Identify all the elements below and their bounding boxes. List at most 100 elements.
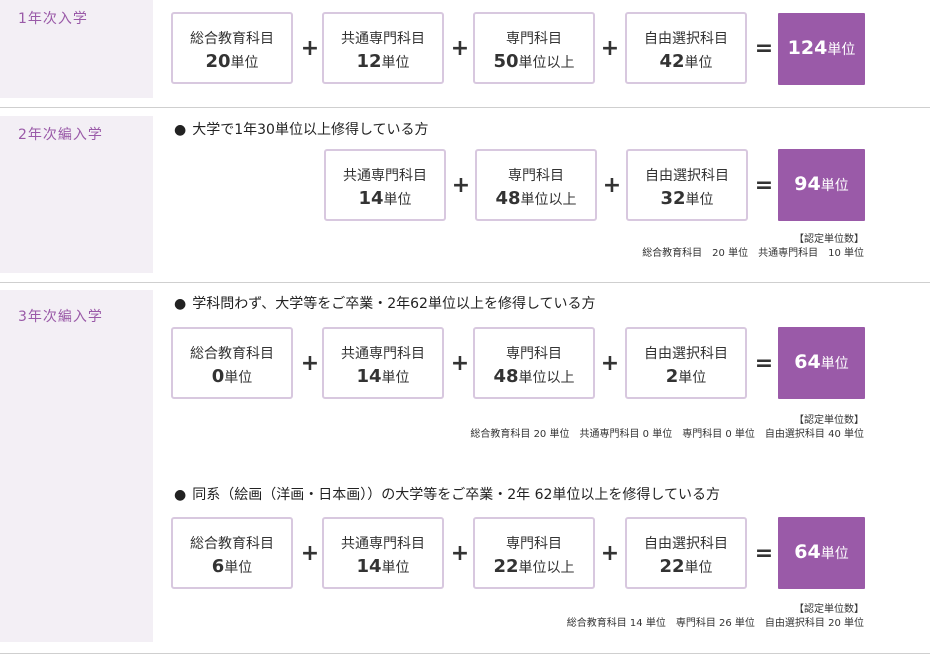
credit-box-value: 50単位以上: [475, 51, 593, 72]
section-divider: [0, 282, 930, 283]
credit-box-value: 2単位: [627, 366, 745, 387]
equals-sign: =: [754, 541, 774, 566]
section-year2: 2年次編入学 ●大学で1年30単位以上修得している方 共通専門科目 14単位 +…: [0, 116, 930, 276]
plus-sign: +: [602, 173, 622, 198]
plus-sign: +: [450, 541, 470, 566]
total-value: 64単位: [778, 541, 865, 563]
credit-number: 12: [356, 51, 382, 72]
equals-sign: =: [754, 173, 774, 198]
credit-box-common: 共通専門科目 14単位: [322, 517, 444, 589]
section-label: 1年次入学: [18, 11, 88, 27]
credit-box-name: 専門科目: [508, 168, 564, 184]
credit-box-major: 専門科目 48単位以上: [475, 149, 597, 221]
credit-number: 20: [205, 51, 231, 72]
credit-box-name: 共通専門科目: [343, 168, 427, 184]
total-unit: 単位: [820, 178, 849, 194]
credit-number: 32: [660, 188, 686, 209]
section-label-bg: 1年次入学: [0, 0, 153, 98]
note-title: 【認定単位数】: [794, 234, 864, 245]
credit-unit: 単位: [381, 370, 410, 386]
credit-unit: 単位以上: [518, 560, 575, 576]
total-credits: 94単位: [778, 149, 865, 221]
section-year3: 3年次編入学 ●学科問わず、大学等をご卒業・2年62単位以上を修得している方 総…: [0, 290, 930, 650]
credit-unit: 単位以上: [518, 55, 575, 71]
credit-box-name: 専門科目: [506, 346, 562, 362]
total-credits: 64単位: [778, 517, 865, 589]
credit-box-name: 自由選択科目: [644, 31, 728, 47]
credit-number: 6: [211, 556, 225, 577]
credit-box-general: 総合教育科目 6単位: [171, 517, 293, 589]
condition-text: 同系（絵画（洋画・日本画））の大学等をご卒業・2年 62単位以上を修得している方: [192, 487, 720, 503]
credit-unit: 単位: [678, 370, 707, 386]
total-unit: 単位: [827, 42, 856, 58]
credit-box-name: 専門科目: [506, 536, 562, 552]
credit-box-value: 14単位: [324, 556, 442, 577]
credit-unit: 単位以上: [520, 192, 577, 208]
recognized-credits-note: 【認定単位数】 総合教育科目 14 単位 専門科目 26 単位 自由選択科目 2…: [567, 603, 864, 631]
total-value: 64単位: [778, 351, 865, 373]
credit-unit: 単位: [230, 55, 259, 71]
credit-unit: 単位: [224, 560, 253, 576]
credit-box-value: 0単位: [173, 366, 291, 387]
credit-number: 22: [493, 556, 519, 577]
bullet-icon: ●: [174, 296, 187, 312]
credit-number: 14: [356, 556, 382, 577]
credit-box-name: 自由選択科目: [644, 346, 728, 362]
credit-box-value: 22単位以上: [475, 556, 593, 577]
condition-heading: ● 同系（絵画（洋画・日本画））の大学等をご卒業・2年 62単位以上を修得している…: [174, 484, 720, 504]
credit-number: 14: [358, 188, 384, 209]
credit-unit: 単位: [381, 560, 410, 576]
total-number: 94: [794, 173, 821, 195]
plus-sign: +: [450, 351, 470, 376]
credit-box-value: 22単位: [627, 556, 745, 577]
credit-box-elective: 自由選択科目 22単位: [625, 517, 747, 589]
credit-unit: 単位以上: [518, 370, 575, 386]
section-year1: 1年次入学 総合教育科目 20単位 + 共通専門科目 12単位 + 専門科目 5…: [0, 0, 930, 108]
credit-number: 0: [211, 366, 225, 387]
note-text: 総合教育科目 20 単位 共通専門科目 0 単位 専門科目 0 単位 自由選択科…: [470, 429, 864, 440]
note-title: 【認定単位数】: [794, 415, 864, 426]
plus-sign: +: [600, 351, 620, 376]
credit-box-common: 共通専門科目 14単位: [324, 149, 446, 221]
bullet-icon: ●: [174, 122, 187, 138]
credit-box-value: 48単位以上: [477, 188, 595, 209]
credit-box-major: 専門科目 50単位以上: [473, 12, 595, 84]
plus-sign: +: [300, 36, 320, 61]
credit-unit: 単位: [684, 55, 713, 71]
credit-box-name: 総合教育科目: [190, 346, 274, 362]
note-title: 【認定単位数】: [794, 604, 864, 615]
plus-sign: +: [451, 173, 471, 198]
total-credits: 64単位: [778, 327, 865, 399]
credit-box-common: 共通専門科目 14単位: [322, 327, 444, 399]
plus-sign: +: [600, 36, 620, 61]
credit-box-value: 20単位: [173, 51, 291, 72]
credit-box-name: 自由選択科目: [644, 536, 728, 552]
condition-text: 学科問わず、大学等をご卒業・2年62単位以上を修得している方: [192, 296, 596, 312]
credit-unit: 単位: [383, 192, 412, 208]
credit-box-name: 総合教育科目: [190, 536, 274, 552]
condition-heading: ●大学で1年30単位以上修得している方: [174, 119, 429, 139]
note-text: 総合教育科目 14 単位 専門科目 26 単位 自由選択科目 20 単位: [566, 618, 864, 629]
credit-box-elective: 自由選択科目 42単位: [625, 12, 747, 84]
credit-box-elective: 自由選択科目 32単位: [626, 149, 748, 221]
credit-box-value: 14単位: [326, 188, 444, 209]
credit-number: 50: [493, 51, 519, 72]
credit-box-elective: 自由選択科目 2単位: [625, 327, 747, 399]
total-number: 124: [787, 37, 828, 59]
credit-unit: 単位: [381, 55, 410, 71]
credit-number: 48: [493, 366, 519, 387]
credit-box-name: 自由選択科目: [645, 168, 729, 184]
total-number: 64: [794, 351, 821, 373]
credit-box-value: 32単位: [628, 188, 746, 209]
plus-sign: +: [300, 351, 320, 376]
credit-box-name: 共通専門科目: [341, 346, 425, 362]
credit-box-general: 総合教育科目 20単位: [171, 12, 293, 84]
credit-number: 48: [495, 188, 521, 209]
total-unit: 単位: [820, 546, 849, 562]
credit-box-general: 総合教育科目 0単位: [171, 327, 293, 399]
credit-box-name: 総合教育科目: [190, 31, 274, 47]
bullet-icon: ●: [174, 487, 187, 503]
credit-box-value: 48単位以上: [475, 366, 593, 387]
total-credits: 124単位: [778, 13, 865, 85]
condition-heading: ● 学科問わず、大学等をご卒業・2年62単位以上を修得している方: [174, 293, 596, 313]
